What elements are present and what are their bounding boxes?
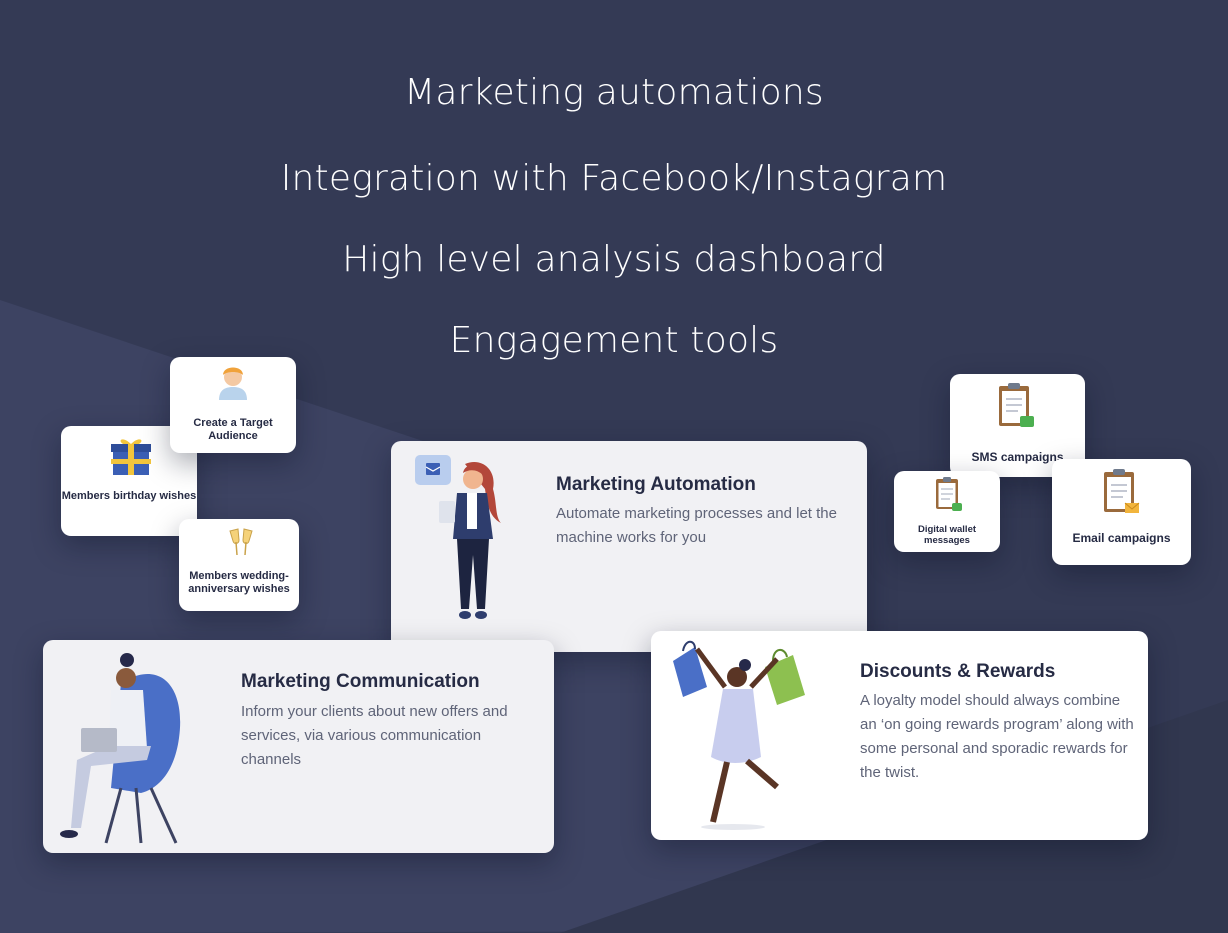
anniversary-wishes-label: Members wedding-anniversary wishes — [188, 570, 290, 595]
discounts-rewards-title: Discounts & Rewards — [860, 661, 1056, 682]
birthday-wishes-label: Members birthday wishes — [61, 490, 197, 502]
marketing-communication-card[interactable]: Marketing Communication Inform your clie… — [43, 640, 554, 853]
sms-campaigns-label: SMS campaigns — [971, 450, 1064, 464]
headline-marketing-automations: Marketing automations — [404, 72, 824, 113]
discounts-rewards-description: A loyalty model should always combine an… — [860, 692, 1134, 781]
champagne-glasses-icon — [229, 528, 253, 556]
anniversary-wishes-card[interactable]: Members wedding-anniversary wishes — [179, 519, 299, 611]
email-campaigns-label: Email campaigns — [1072, 531, 1171, 545]
gift-icon — [111, 439, 151, 475]
target-audience-label: Create a Target Audience — [193, 417, 273, 442]
birthday-wishes-card[interactable]: Members birthday wishes — [61, 426, 197, 536]
woman-with-laptop-illustration — [60, 653, 181, 844]
clipboard-message-icon — [936, 477, 962, 511]
marketing-communication-description: Inform your clients about new offers and… — [241, 703, 508, 768]
clipboard-email-icon — [1104, 469, 1140, 513]
target-audience-card[interactable]: Create a Target Audience — [170, 357, 296, 453]
email-inbox-icon — [415, 455, 451, 485]
person-avatar-icon — [219, 367, 247, 400]
clipboard-icon — [999, 383, 1034, 427]
digital-wallet-label: Digital wallet messages — [917, 524, 977, 546]
woman-with-shopping-bags-illustration — [673, 640, 805, 830]
marketing-automation-title: Marketing Automation — [556, 474, 756, 495]
headline-facebook-instagram: Integration with Facebook/Instagram — [280, 158, 948, 199]
marketing-communication-title: Marketing Communication — [241, 671, 480, 692]
woman-with-tablet-illustration — [439, 461, 501, 619]
headline-engagement-tools: Engagement tools — [449, 320, 779, 361]
email-campaigns-card[interactable]: Email campaigns — [1052, 459, 1191, 565]
headline-analysis-dashboard: High level analysis dashboard — [342, 239, 886, 280]
sms-campaigns-card[interactable]: SMS campaigns — [950, 374, 1085, 477]
marketing-automation-description: Automate marketing processes and let the… — [556, 505, 837, 546]
discounts-rewards-card[interactable]: Discounts & Rewards A loyalty model shou… — [651, 631, 1148, 840]
marketing-automation-card[interactable]: Marketing Automation Automate marketing … — [391, 441, 867, 652]
digital-wallet-card[interactable]: Digital wallet messages — [894, 471, 1000, 552]
